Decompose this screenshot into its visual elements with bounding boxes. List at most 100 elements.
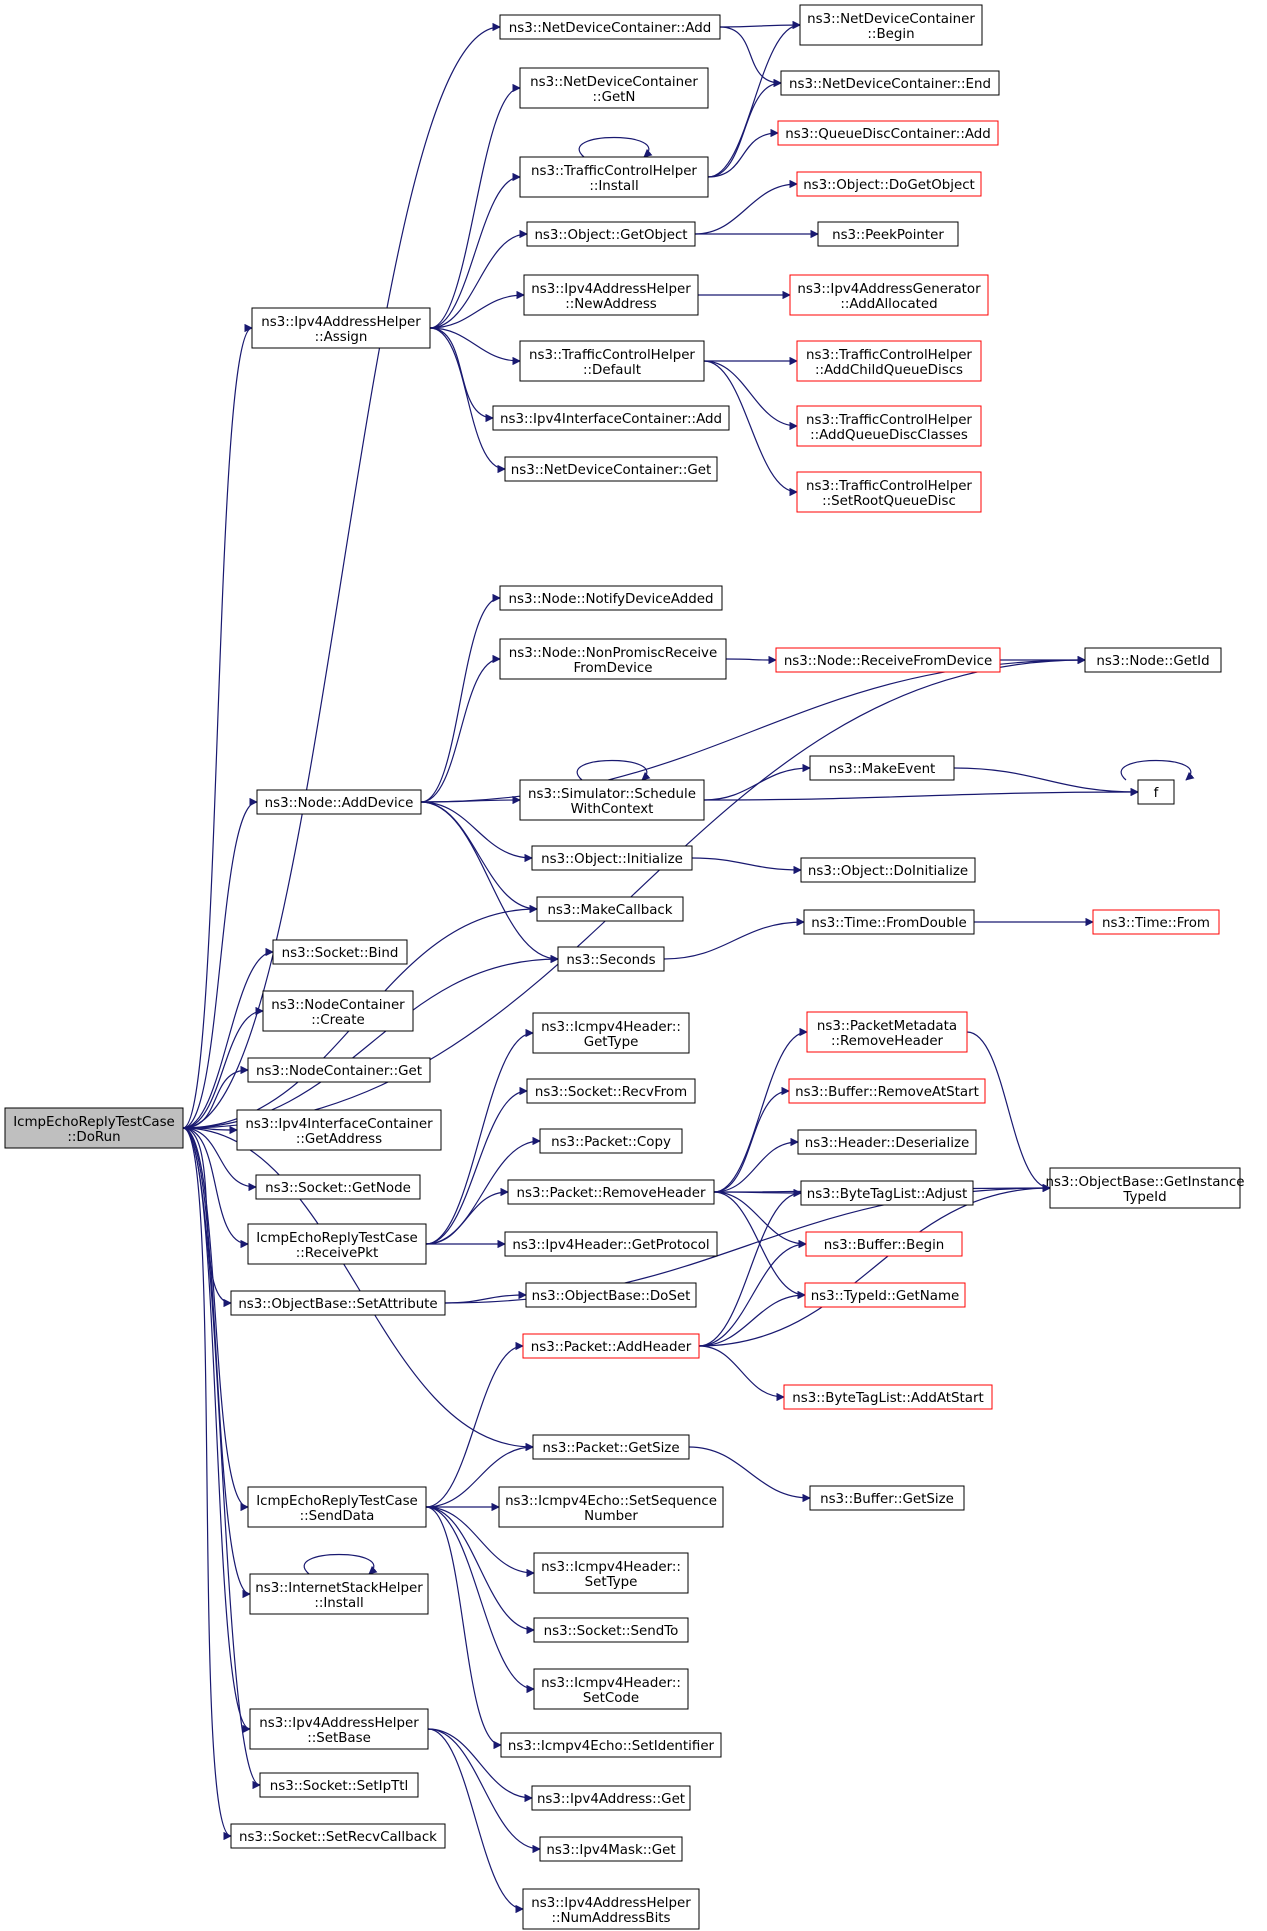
node-time-from-double[interactable]: ns3::Time::FromDouble [803, 909, 975, 935]
node-btl-add-at-start[interactable]: ns3::ByteTagList::AddAtStart [783, 1384, 993, 1410]
node-ipv4-num-bits[interactable]: ns3::Ipv4AddressHelper::NumAddressBits [522, 1888, 700, 1930]
node-ndc-get-n[interactable]: ns3::NetDeviceContainer::GetN [519, 67, 709, 109]
node-seconds[interactable]: ns3::Seconds [557, 946, 665, 972]
node-make-event[interactable]: ns3::MakeEvent [809, 755, 955, 781]
node-sock-set-recv-cb[interactable]: ns3::Socket::SetRecvCallback [230, 1823, 446, 1849]
node-icmp-set-type[interactable]: ns3::Icmpv4Header::SetType [533, 1552, 689, 1594]
node-buf-get-size[interactable]: ns3::Buffer::GetSize [809, 1485, 965, 1511]
node-qdc-add[interactable]: ns3::QueueDiscContainer::Add [777, 120, 999, 146]
call-edge-root-to-sock-get-node [182, 1127, 257, 1192]
node-obj-set-attr[interactable]: ns3::ObjectBase::SetAttribute [230, 1290, 446, 1316]
node-ndc-get[interactable]: ns3::NetDeviceContainer::Get [504, 456, 718, 482]
call-edge-send-data-to-pkt-add-hdr [425, 1341, 524, 1508]
node-box [789, 274, 989, 316]
node-tch-add-child[interactable]: ns3::TrafficControlHelper::AddChildQueue… [796, 340, 982, 382]
node-iic-get-addr[interactable]: ns3::Ipv4InterfaceContainer::GetAddress [236, 1109, 442, 1151]
node-root[interactable]: IcmpEchoReplyTestCase::DoRun [4, 1107, 184, 1149]
call-edge-ipv4-assign-a-to-obj-get-object [429, 229, 528, 329]
call-edge-send-data-to-sock-send-to [425, 1506, 535, 1635]
node-iic-add[interactable]: ns3::Ipv4InterfaceContainer::Add [492, 405, 730, 431]
node-tch-set-root[interactable]: ns3::TrafficControlHelper::SetRootQueueD… [796, 471, 982, 513]
node-obj-do-set[interactable]: ns3::ObjectBase::DoSet [525, 1282, 697, 1308]
node-ish-install[interactable]: ns3::InternetStackHelper::Install [249, 1573, 429, 1615]
node-label-line: ns3::Ipv4Address::Get [537, 1792, 685, 1807]
node-ipv4-assign-a[interactable]: ns3::Ipv4AddressHelper::Assign [251, 307, 431, 349]
node-obj-do-get[interactable]: ns3::Object::DoGetObject [796, 171, 982, 197]
node-buf-remove-at-start[interactable]: ns3::Buffer::RemoveAtStart [788, 1078, 986, 1104]
node-node-get-id[interactable]: ns3::Node::GetId [1084, 647, 1222, 673]
node-addr-gen-alloc[interactable]: ns3::Ipv4AddressGenerator::AddAllocated [789, 274, 989, 316]
node-box [533, 1617, 689, 1643]
call-edge-root-to-node-get-id [182, 655, 1086, 1129]
node-nc-create[interactable]: ns3::NodeContainer::Create [262, 990, 414, 1032]
node-label-line: GetType [584, 1035, 639, 1050]
node-sock-recv-from[interactable]: ns3::Socket::RecvFrom [526, 1078, 696, 1104]
node-pkt-get-size[interactable]: ns3::Packet::GetSize [532, 1434, 690, 1460]
node-sock-set-ip-ttl[interactable]: ns3::Socket::SetIpTtl [259, 1772, 419, 1798]
node-label-line: ::ReceivePkt [296, 1246, 379, 1261]
node-box [272, 939, 408, 965]
node-ipv4-new-addr[interactable]: ns3::Ipv4AddressHelper::NewAddress [523, 274, 699, 316]
node-tch-add-classes[interactable]: ns3::TrafficControlHelper::AddQueueDiscC… [796, 405, 982, 447]
node-ipv4-addr-get[interactable]: ns3::Ipv4Address::Get [531, 1785, 691, 1811]
node-node-add-device[interactable]: ns3::Node::AddDevice [256, 789, 422, 815]
node-label-line: ::RemoveHeader [831, 1034, 944, 1049]
node-box [526, 1078, 696, 1104]
node-label-line: IcmpEchoReplyTestCase [256, 1231, 418, 1246]
node-box [557, 946, 665, 972]
node-box [526, 221, 696, 247]
node-time-from[interactable]: ns3::Time::From [1092, 909, 1220, 935]
node-icmp-set-code[interactable]: ns3::Icmpv4Header::SetCode [533, 1668, 689, 1710]
node-label-line: TypeId [1122, 1190, 1166, 1205]
node-label-line: ns3::Socket::RecvFrom [535, 1085, 687, 1100]
node-box [522, 1888, 700, 1930]
node-ipv4-get-proto[interactable]: ns3::Ipv4Header::GetProtocol [504, 1231, 718, 1257]
node-tch-install[interactable]: ns3::TrafficControlHelper::Install [519, 156, 709, 198]
node-tch-default[interactable]: ns3::TrafficControlHelper::Default [519, 340, 705, 382]
node-pkt-add-hdr[interactable]: ns3::Packet::AddHeader [522, 1333, 700, 1359]
node-obj-init[interactable]: ns3::Object::Initialize [531, 845, 693, 871]
node-type-get-name[interactable]: ns3::TypeId::GetName [804, 1282, 966, 1308]
node-ndc-add[interactable]: ns3::NetDeviceContainer::Add [499, 14, 721, 40]
node-receive-pkt[interactable]: IcmpEchoReplyTestCase::ReceivePkt [247, 1223, 427, 1265]
node-label-line: IcmpEchoReplyTestCase [256, 1494, 418, 1509]
node-pkt-copy[interactable]: ns3::Packet::Copy [539, 1128, 683, 1154]
node-sock-bind[interactable]: ns3::Socket::Bind [272, 939, 408, 965]
node-obj-do-init[interactable]: ns3::Object::DoInitialize [800, 857, 976, 883]
node-label-line: ns3::Packet::RemoveHeader [517, 1186, 706, 1201]
node-sock-send-to[interactable]: ns3::Socket::SendTo [533, 1617, 689, 1643]
node-pm-remove-hdr[interactable]: ns3::PacketMetadata::RemoveHeader [806, 1011, 968, 1053]
node-make-callback[interactable]: ns3::MakeCallback [536, 896, 684, 922]
node-box [230, 1823, 446, 1849]
node-buf-begin[interactable]: ns3::Buffer::Begin [805, 1231, 963, 1257]
node-obj-get-object[interactable]: ns3::Object::GetObject [526, 221, 696, 247]
node-ipv4-mask-get[interactable]: ns3::Ipv4Mask::Get [539, 1836, 683, 1862]
node-label-line: ns3::ObjectBase::DoSet [532, 1289, 691, 1304]
node-sock-get-node[interactable]: ns3::Socket::GetNode [255, 1174, 421, 1200]
node-peek-ptr[interactable]: ns3::PeekPointer [817, 221, 959, 247]
node-ndc-end[interactable]: ns3::NetDeviceContainer::End [780, 70, 1000, 96]
node-node-recv[interactable]: ns3::Node::ReceiveFromDevice [775, 647, 1001, 673]
node-send-data[interactable]: IcmpEchoReplyTestCase::SendData [247, 1486, 427, 1528]
node-hdr-deserialize[interactable]: ns3::Header::Deserialize [797, 1129, 977, 1155]
node-icmp-get-type[interactable]: ns3::Icmpv4Header::GetType [532, 1012, 690, 1054]
node-label-line: ::Install [589, 179, 638, 194]
node-pkt-remove-hdr[interactable]: ns3::Packet::RemoveHeader [507, 1179, 715, 1205]
node-echo-set-id[interactable]: ns3::Icmpv4Echo::SetIdentifier [500, 1732, 722, 1758]
node-label-line: ns3::MakeCallback [547, 903, 672, 918]
node-btl-adjust[interactable]: ns3::ByteTagList::Adjust [800, 1180, 974, 1206]
node-nc-get[interactable]: ns3::NodeContainer::Get [247, 1057, 431, 1083]
node-ipv4-set-base[interactable]: ns3::Ipv4AddressHelper::SetBase [249, 1708, 429, 1750]
node-label-line: ns3::NodeContainer [271, 998, 405, 1013]
call-edge-ipv4-set-base-to-ipv4-addr-get [427, 1728, 533, 1803]
node-f-func[interactable]: f [1137, 779, 1175, 805]
call-edge-receive-pkt-to-sock-recv-from [425, 1086, 528, 1245]
node-ndc-begin[interactable]: ns3::NetDeviceContainer::Begin [799, 4, 983, 46]
node-node-notify[interactable]: ns3::Node::NotifyDeviceAdded [499, 585, 723, 611]
call-edge-pkt-remove-hdr-to-pm-remove-hdr [713, 1027, 808, 1193]
node-box [800, 1180, 974, 1206]
